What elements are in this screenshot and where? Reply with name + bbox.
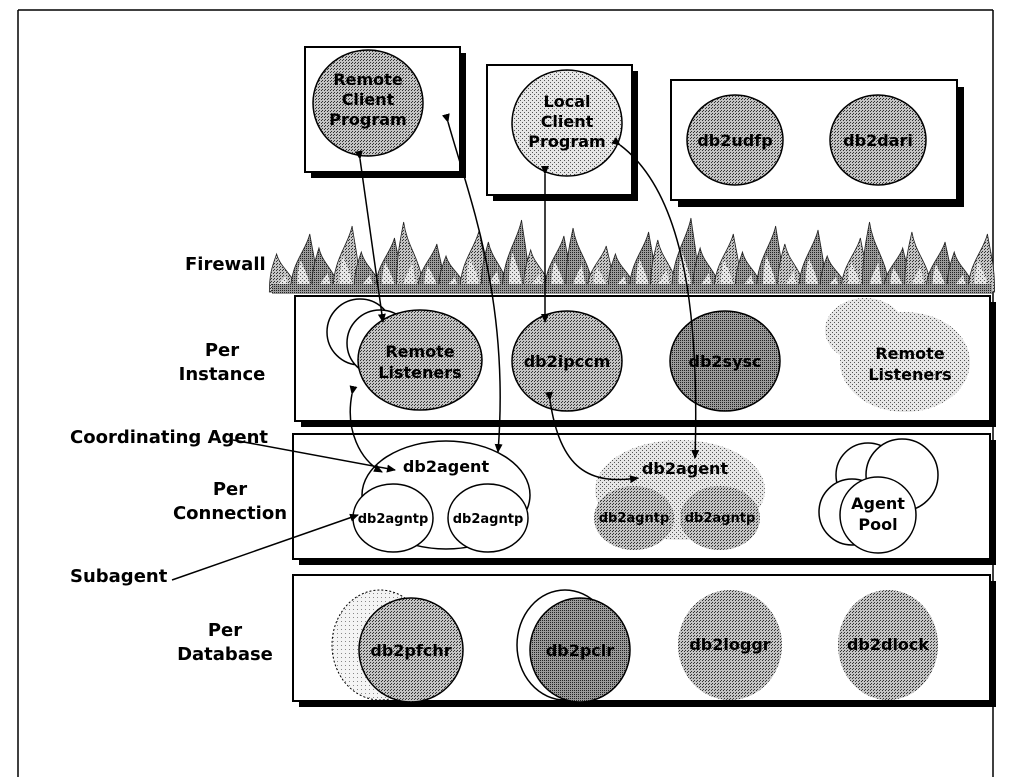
db2agntp-right-1-label: db2agntp [599, 511, 670, 526]
db2agntp-left-2-label: db2agntp [453, 512, 524, 527]
db2agent-left-group: db2agent db2agntp db2agntp [352, 440, 531, 553]
subagent-label: Subagent [70, 566, 168, 587]
db2agntp-left-1-label: db2agntp [358, 512, 429, 527]
db2pclr-group: db2pclr [516, 589, 631, 703]
local-client-box: Local Client Program [486, 64, 638, 201]
remote-client-line-3: Program [329, 110, 406, 129]
db2agntp-right-2-bubble [680, 486, 760, 550]
listener-to-coordinating-agent-arrow [349, 385, 383, 473]
db2pclr-label: db2pclr [546, 641, 614, 660]
coordinating-agent-label: Coordinating Agent [70, 427, 268, 448]
agent-pool-line-2: Pool [858, 515, 897, 534]
db2loggr-label: db2loggr [689, 635, 770, 654]
flame-inner-shape [403, 253, 417, 292]
per-connection-label-2: Connection [173, 503, 287, 524]
remote-listeners-right-line-1: Remote [875, 344, 944, 363]
per-database-label-2: Database [177, 644, 273, 665]
db2pfchr-bubble [358, 597, 464, 703]
local-client-to-agent-arrow [611, 136, 700, 459]
remote-listeners-left-line-2: Listeners [378, 363, 461, 382]
remote-listeners-right-line-2: Listeners [868, 365, 951, 384]
flame-base-band [272, 284, 992, 294]
db2agent-right-label: db2agent [642, 459, 729, 478]
db2agntp-right-2-label: db2agntp [685, 511, 756, 526]
local-client-line-1: Local [544, 92, 591, 111]
udf-dari-box: db2udfp db2dari [670, 79, 964, 207]
per-instance-label-1: Per [205, 340, 239, 361]
per-connection-label-1: Per [213, 479, 247, 500]
coordinating-agent-pointer [232, 439, 396, 473]
db2pfchr-group: db2pfchr [331, 589, 464, 703]
subagent-pointer [171, 513, 359, 581]
local-client-program-bubble [511, 69, 623, 177]
flame-inner-shape [805, 257, 819, 292]
remote-client-to-listener-arrow [354, 150, 386, 323]
per-database-label-1: Per [208, 620, 242, 641]
remote-client-to-agent-arrow [441, 113, 503, 453]
remote-listeners-right-bubble [840, 312, 970, 412]
flame-inner-shape [572, 256, 586, 292]
db2dlock-bubble [838, 590, 938, 700]
db2agntp-right-1-bubble [594, 486, 674, 550]
per-instance-label-2: Instance [179, 364, 266, 385]
flame-inner-shape [339, 255, 353, 292]
remote-listeners-left-line-1: Remote [385, 342, 454, 361]
agent-pool-circle-front [839, 476, 917, 554]
ipccm-to-agent-arrow [544, 391, 639, 484]
remote-client-line-2: Client [342, 90, 395, 109]
db2dari-bubble [829, 94, 927, 186]
local-client-line-2: Client [541, 112, 594, 131]
db2agent-left-label: db2agent [403, 457, 490, 476]
flame-inner-shape [508, 252, 523, 292]
connector-arrows [171, 113, 700, 581]
remote-listeners-right: Remote Listeners [825, 298, 970, 412]
db2udfp-label: db2udfp [697, 131, 772, 150]
flame-inner-shape [911, 259, 925, 292]
db2dari-label: db2dari [843, 131, 913, 150]
db2loggr-bubble [678, 590, 782, 700]
db2ipccm-label: db2ipccm [524, 352, 611, 371]
agent-pool-line-1: Agent [851, 494, 905, 513]
db2agent-right-group: db2agent db2agntp db2agntp [594, 440, 765, 550]
remote-client-box: Remote Client Program [304, 46, 466, 178]
flame-shape [967, 233, 996, 293]
flame-inner-shape [763, 255, 777, 292]
db2pfchr-label: db2pfchr [370, 641, 451, 660]
db2sysc-label: db2sysc [689, 352, 762, 371]
firewall-label: Firewall [185, 254, 266, 275]
db2dlock-label: db2dlock [847, 635, 929, 654]
flame-inner-shape [868, 253, 883, 292]
remote-client-line-1: Remote [333, 70, 402, 89]
agent-pool-group: Agent Pool [818, 438, 939, 554]
db2pclr-bubble [529, 597, 631, 703]
local-client-line-3: Program [528, 132, 605, 151]
db2agntp-left-2-bubble [447, 483, 529, 553]
